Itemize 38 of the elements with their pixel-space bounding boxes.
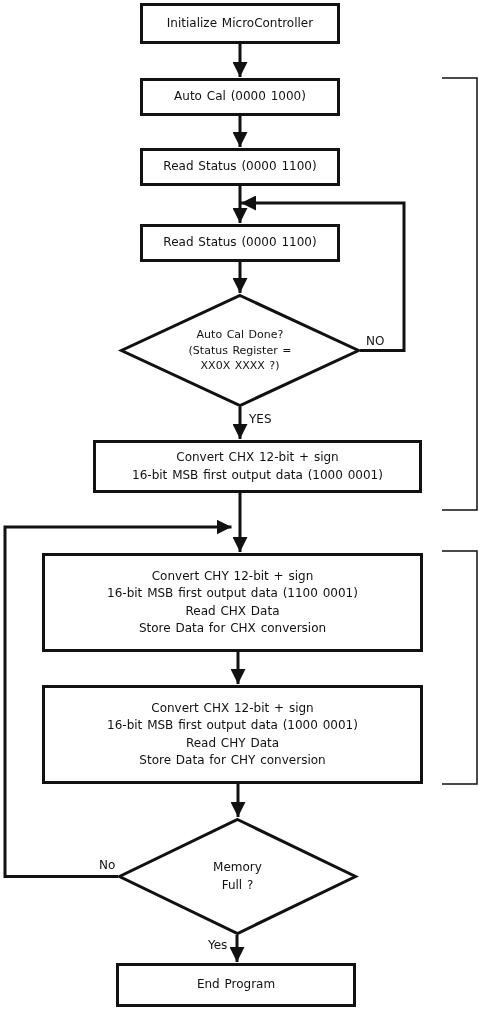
node-text: 16-bit MSB first output data (1000 0001)	[132, 466, 383, 484]
process-box	[140, 3, 340, 44]
node-text: Read CHX Data	[185, 602, 280, 620]
node-text: Convert CHX 12-bit + sign	[176, 449, 339, 467]
process-box	[116, 963, 356, 1007]
node-text: Initialize MicroController	[166, 14, 314, 32]
process-box	[42, 553, 423, 652]
arrow	[3, 519, 232, 878]
node-text: End Program	[196, 976, 276, 994]
node-text: Convert CHY 12-bit + sign	[151, 567, 314, 585]
process-box	[93, 440, 422, 493]
node-text: Auto Cal Done? (Status Register = XX0X XXXX ?)	[187, 326, 293, 375]
arrow	[232, 186, 248, 223]
node-text: Convert CHX 12-bit + sign	[151, 699, 314, 717]
arrow	[232, 407, 248, 439]
arrow	[241, 195, 406, 352]
node-text: 16-bit MSB first output data (1100 0001)	[107, 585, 358, 603]
arrow	[232, 493, 248, 552]
node-text: Store Data for CHY conversion	[139, 751, 326, 769]
node-text: 16-bit MSB first output data (1000 0001)	[107, 717, 358, 735]
process-box	[140, 224, 340, 262]
node-text: Read CHY Data	[185, 734, 280, 752]
arrow	[230, 652, 246, 684]
arrow	[232, 44, 248, 77]
arrow	[232, 262, 248, 293]
decision-diamond	[120, 294, 360, 407]
node-text: Store Data for CHX conversion	[138, 619, 327, 637]
process-box	[140, 78, 340, 116]
process-box	[42, 685, 423, 784]
decision-diamond	[118, 818, 357, 935]
node-text: Auto Cal (0000 1000)	[174, 88, 306, 106]
process-box	[140, 148, 340, 186]
arrow	[229, 935, 245, 962]
node-text: Read Status (0000 1100)	[163, 234, 317, 252]
node-text: Memory Full ?	[212, 859, 263, 894]
arrow	[230, 784, 246, 817]
arrow	[232, 116, 248, 147]
node-text: Read Status (0000 1100)	[163, 158, 317, 176]
